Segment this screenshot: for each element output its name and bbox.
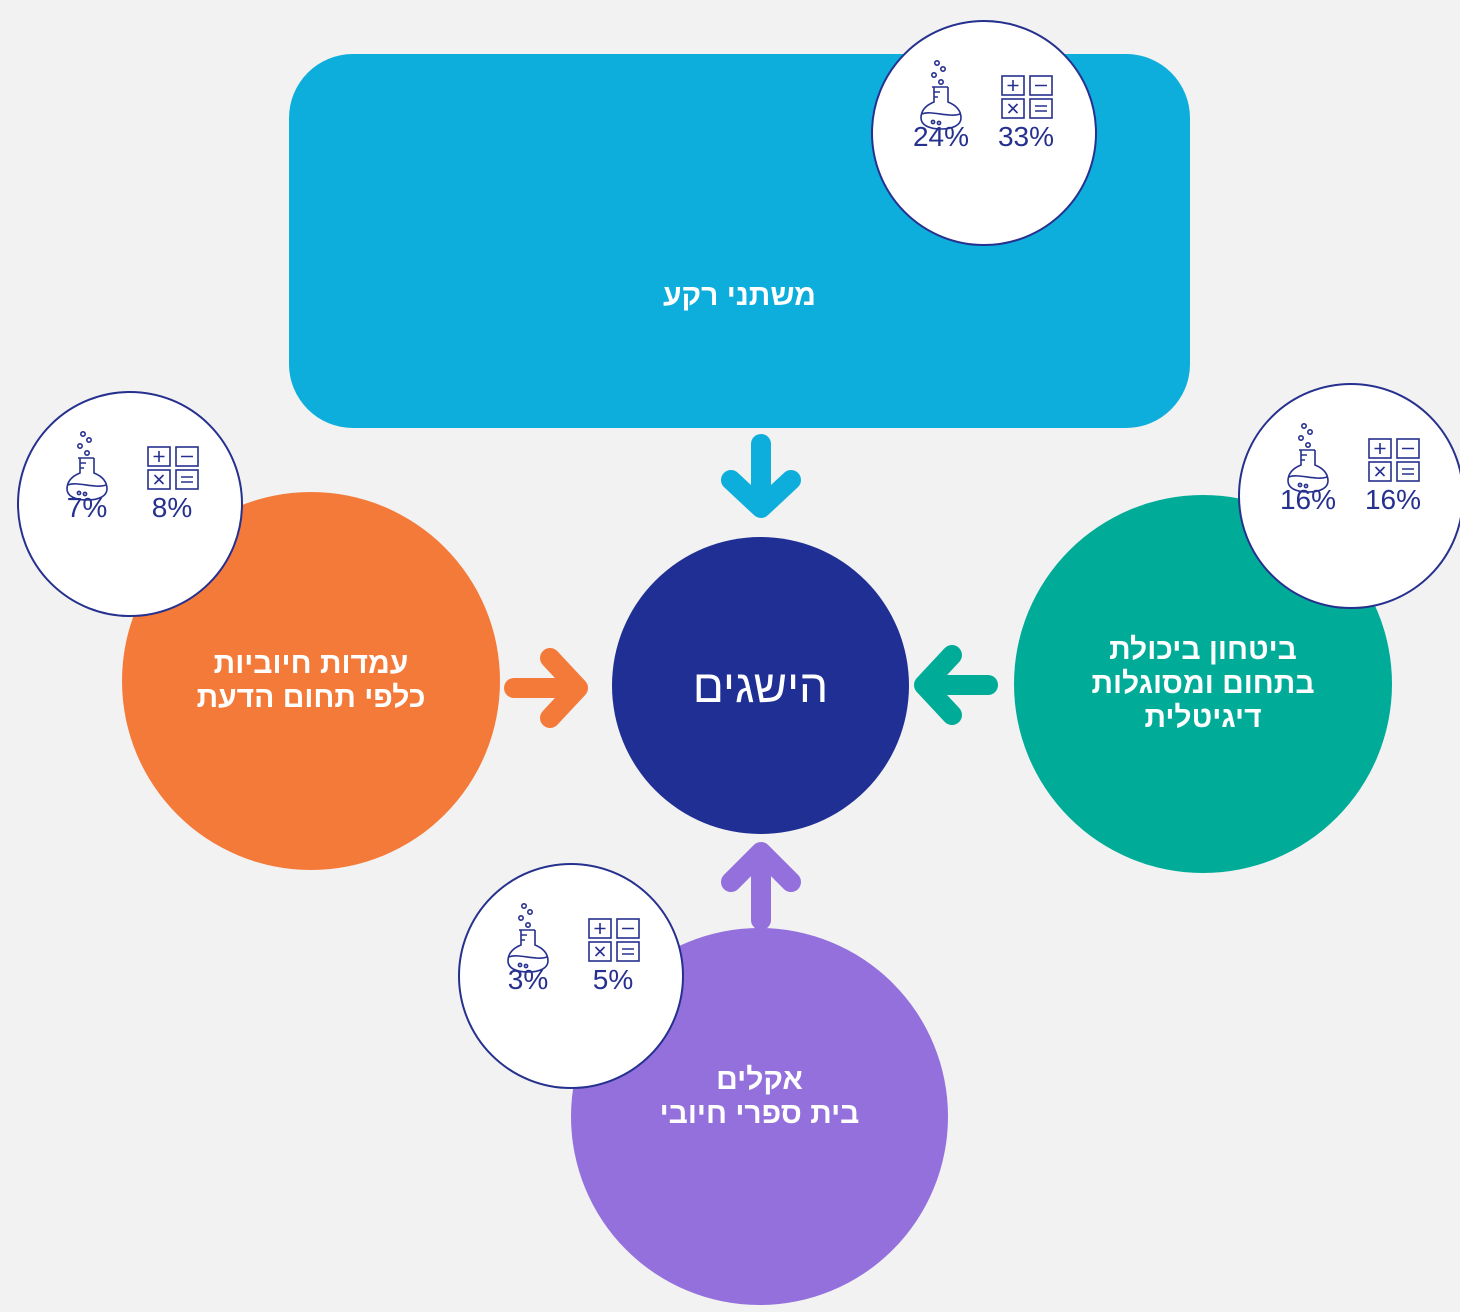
achievements-node: הישגים bbox=[612, 537, 909, 834]
factor-label-line: אקלים bbox=[716, 1062, 803, 1096]
badge-school-climate: 3% 5% bbox=[458, 863, 684, 1089]
badge-background-variables: 24% 33% bbox=[871, 20, 1097, 246]
arrow-left-right bbox=[914, 645, 998, 725]
factor-label-line: כלפי תחום הדעת bbox=[196, 681, 426, 714]
math-percent: 33% bbox=[997, 121, 1055, 152]
science-percent: 24% bbox=[912, 121, 970, 152]
factor-label-line: בתחום ומסוגלות bbox=[1091, 667, 1315, 700]
flask-icon bbox=[920, 60, 962, 130]
arrow-right-left bbox=[504, 648, 588, 728]
math-operations-icon bbox=[147, 446, 199, 490]
flask-icon bbox=[66, 431, 108, 501]
factor-label-line: עמדות חיוביות bbox=[213, 647, 409, 680]
flask-icon bbox=[507, 903, 549, 973]
factor-school-climate: אקלים בית ספרי חיובי bbox=[571, 928, 948, 1305]
factor-label: משתני רקע bbox=[289, 279, 1190, 313]
arrow-up-bottom bbox=[721, 842, 801, 930]
math-operations-icon bbox=[1001, 75, 1053, 119]
math-operations-icon bbox=[1368, 438, 1420, 482]
math-percent: 16% bbox=[1364, 484, 1422, 515]
factor-label: אקלים בית ספרי חיובי bbox=[660, 1063, 860, 1131]
factor-positive-attitudes: עמדות חיוביות כלפי תחום הדעת bbox=[122, 492, 500, 870]
science-percent: 16% bbox=[1279, 484, 1337, 515]
arrow-down-top bbox=[721, 434, 801, 518]
factor-label: עמדות חיוביות כלפי תחום הדעת bbox=[197, 647, 426, 715]
math-percent: 5% bbox=[592, 964, 634, 995]
factor-label-line: ביטחון ביכולת bbox=[1109, 633, 1297, 666]
factor-label: ביטחון ביכולת בתחום ומסוגלות דיגיטלית bbox=[1091, 633, 1314, 735]
science-percent: 7% bbox=[66, 492, 108, 523]
factor-label-line: משתני רקע bbox=[663, 279, 816, 312]
math-operations-icon bbox=[588, 918, 640, 962]
science-percent: 3% bbox=[507, 964, 549, 995]
achievements-label: הישגים bbox=[692, 659, 829, 712]
factor-label-line: בית ספרי חיובי bbox=[659, 1096, 860, 1130]
math-percent: 8% bbox=[151, 492, 193, 523]
flask-icon bbox=[1287, 423, 1329, 493]
factor-label-line: דיגיטלית bbox=[1144, 701, 1262, 734]
badge-self-efficacy: 16% 16% bbox=[1238, 383, 1460, 609]
badge-positive-attitudes: 7% 8% bbox=[17, 391, 243, 617]
